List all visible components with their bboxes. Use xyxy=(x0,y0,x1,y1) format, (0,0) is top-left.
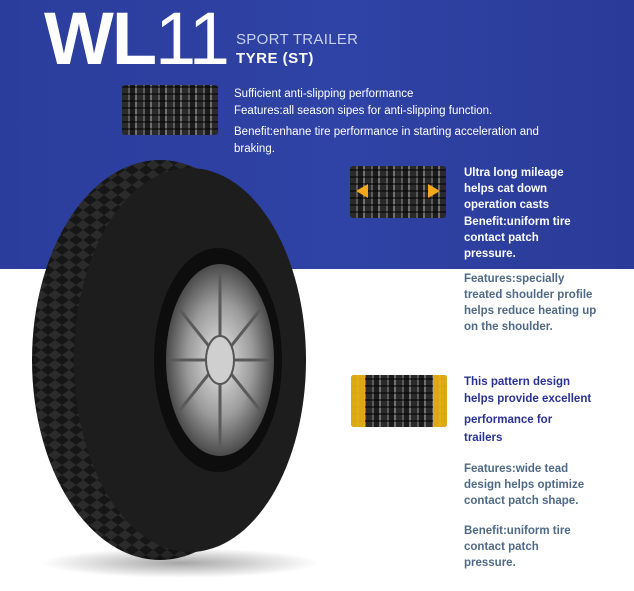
arrow-left-icon xyxy=(356,184,368,198)
tread-thumbnail-3 xyxy=(351,375,447,427)
feature1-benefit-line2: braking. xyxy=(234,143,275,155)
feature3-features-line-1: Features:wide tead xyxy=(464,463,569,475)
feature1-title: Sufficient anti-slipping performance xyxy=(234,88,414,100)
feature2-features-line-1: Features:specially xyxy=(464,273,565,285)
feature3-benefit-line-1: Benefit:uniform tire xyxy=(464,525,571,537)
feature2-features-line-4: on the shoulder. xyxy=(464,321,553,333)
feature2-benefit-line-3: pressure. xyxy=(464,248,516,260)
feature3-benefit-line-2: contact patch xyxy=(464,541,539,553)
model-prefix: WL xyxy=(44,0,157,80)
subtitle-tyre-type: TYRE (ST) xyxy=(236,50,314,67)
feature2-benefit-line-2: contact patch xyxy=(464,232,539,244)
feature1-benefit-line1: Benefit:enhane tire performance in start… xyxy=(234,126,539,138)
feature3-line-2: helps provide excellent xyxy=(464,393,592,405)
feature3-benefit-line-3: pressure. xyxy=(464,557,516,569)
model-number: 11 xyxy=(155,0,230,80)
tire-shadow xyxy=(40,548,320,578)
feature2-line-3: operation casts xyxy=(464,199,549,211)
tread-thumbnail-2 xyxy=(350,166,446,218)
feature3-line-1: This pattern design xyxy=(464,376,571,388)
arrow-right-icon xyxy=(428,184,440,198)
feature1-features: Features:all season sipes for anti-slipp… xyxy=(234,105,493,117)
feature2-features-line-2: treated shoulder profile xyxy=(464,289,593,301)
tire-image xyxy=(32,160,306,560)
feature2-line-1: Ultra long mileage xyxy=(464,167,564,179)
subtitle-sport-trailer: SPORT TRAILER xyxy=(236,31,359,48)
feature2-features-line-3: helps reduce heating up xyxy=(464,305,597,317)
feature2-benefit-line-1: Benefit:uniform tire xyxy=(464,216,571,228)
feature3-line-3: performance for xyxy=(464,414,553,426)
feature3-features-line-3: contact patch shape. xyxy=(464,495,579,507)
feature3-line-4: trailers xyxy=(464,432,503,444)
feature3-features-line-2: design helps optimize xyxy=(464,479,585,491)
feature2-line-2: helps cat down xyxy=(464,183,548,195)
model-title: WL11 xyxy=(44,2,230,76)
tread-thumbnail-1 xyxy=(122,85,218,135)
